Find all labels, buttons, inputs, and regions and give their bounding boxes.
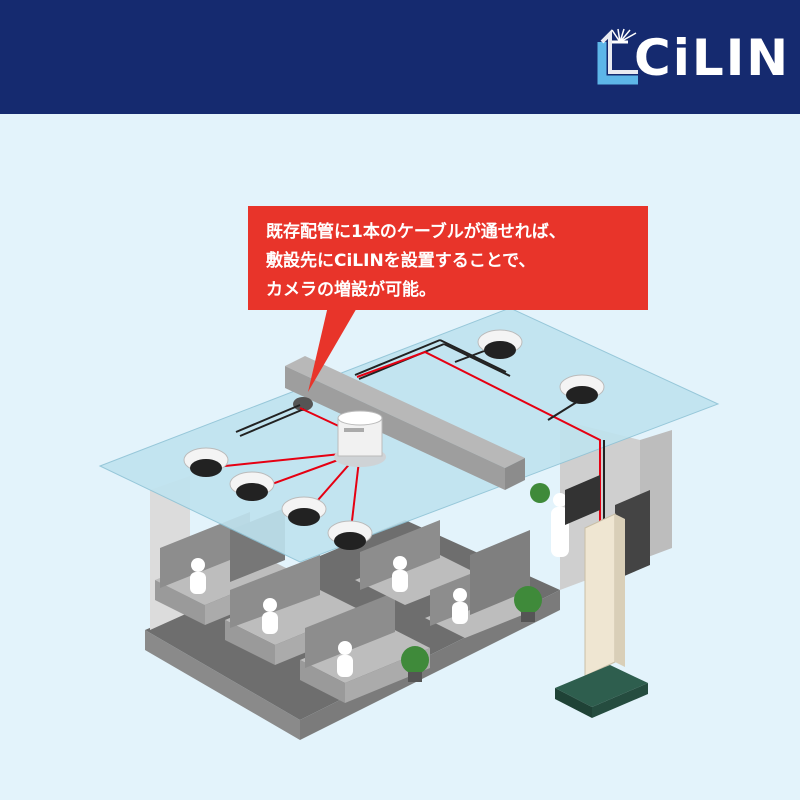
cilin-logo: CiLIN <box>594 28 788 88</box>
callout-pointer <box>308 306 358 392</box>
camera-2 <box>229 471 275 501</box>
logo-mark-icon <box>597 28 638 85</box>
callout-line-1: 既存配管に1本のケーブルが通せれば、 <box>266 222 566 242</box>
dome-cameras <box>183 329 605 550</box>
floor-board <box>555 665 648 718</box>
camera-1 <box>183 447 229 477</box>
camera-6 <box>559 374 605 404</box>
cable-duct <box>285 356 525 468</box>
callout-box: 既存配管に1本のケーブルが通せれば、 敷設先にCiLINを設置することで、 カメ… <box>248 206 648 310</box>
callout-line-2: 敷設先にCiLINを設置することで、 <box>266 251 536 271</box>
logo-text: CiLIN <box>634 29 791 87</box>
riser-panel <box>584 513 625 677</box>
camera-4 <box>327 520 373 550</box>
callout-line-3: カメラの増設が可能。 <box>266 280 436 300</box>
office-desks <box>155 508 540 703</box>
potted-plants <box>401 483 550 682</box>
office-workers <box>190 493 569 677</box>
camera-5 <box>477 329 523 359</box>
camera-3 <box>281 496 327 526</box>
cilin-device <box>334 410 386 467</box>
header-bar: CiLIN <box>0 0 800 114</box>
